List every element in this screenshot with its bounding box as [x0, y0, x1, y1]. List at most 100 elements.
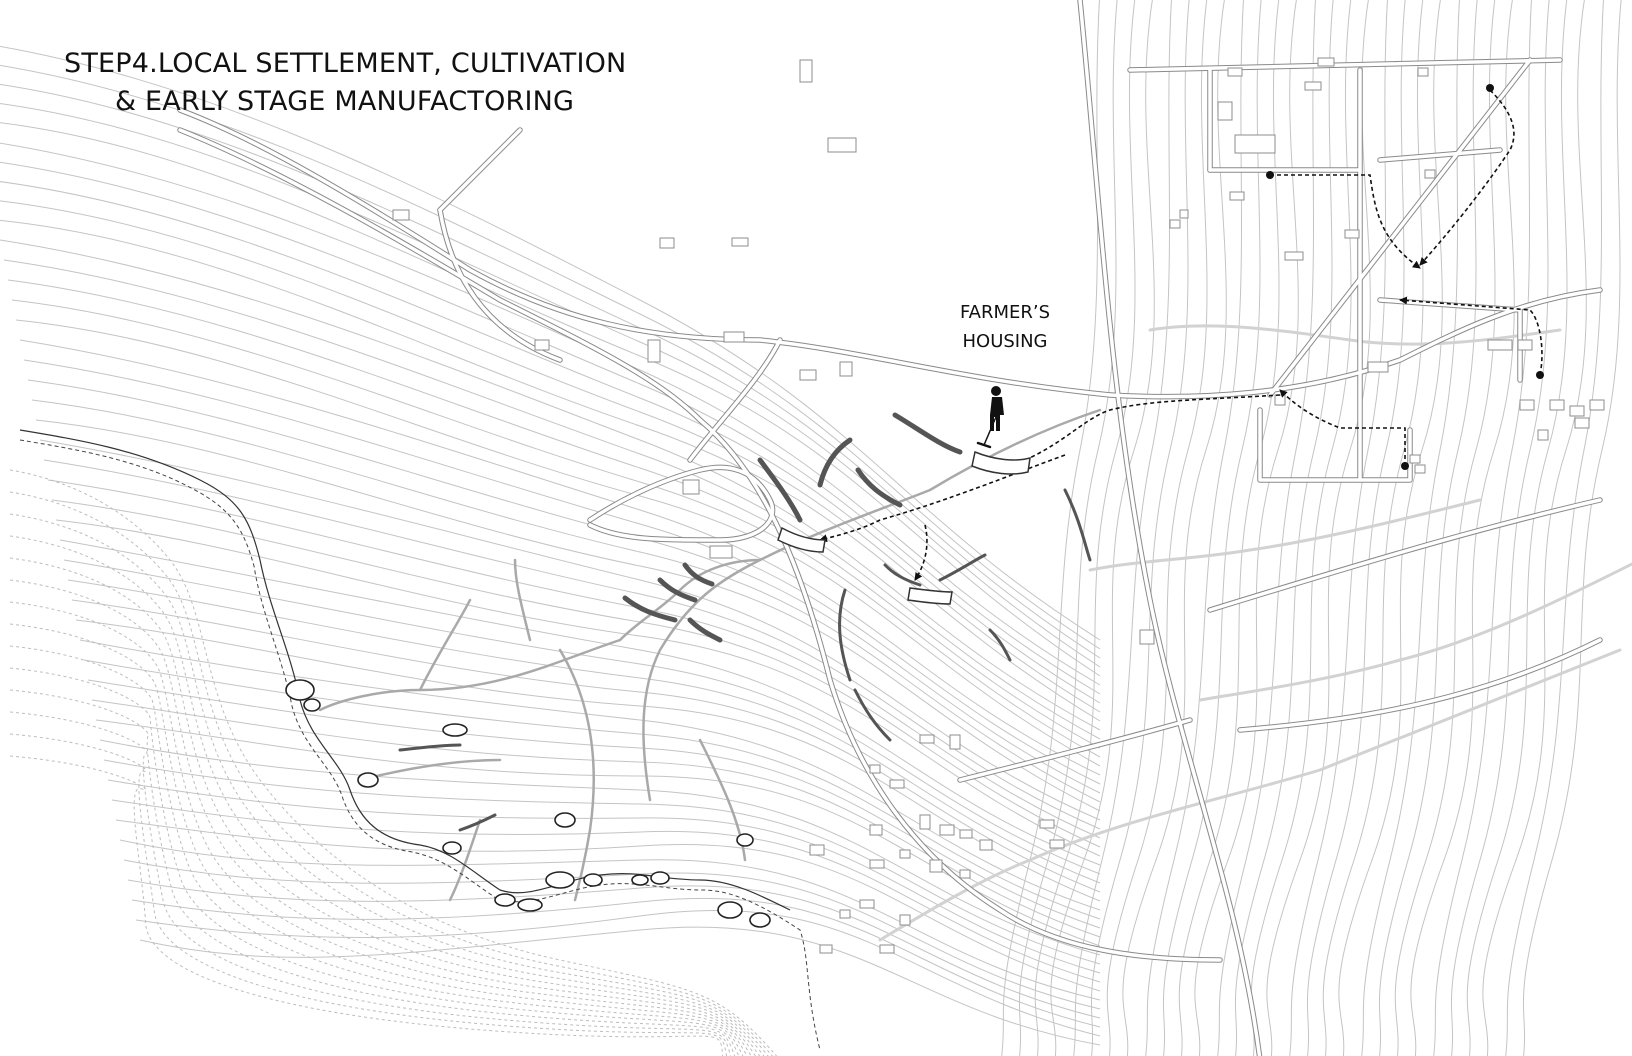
contour-line	[1306, 0, 1406, 1056]
contour-line	[0, 219, 1101, 722]
terrace-2	[855, 467, 903, 508]
farm-plots	[777, 450, 1031, 605]
title-line-2: & EARLY STAGE MANUFACTORING	[115, 86, 574, 117]
terrace-3	[817, 437, 853, 488]
contour-line	[1250, 0, 1352, 1056]
building-footprint	[809, 844, 825, 856]
building-footprint	[1537, 429, 1549, 441]
contour-line	[99, 739, 1101, 956]
terrace-13	[853, 688, 892, 742]
farmers-housing-label-line-1: FARMER’S	[960, 302, 1050, 323]
coastal-contour-line	[9, 469, 778, 1056]
contour-line	[95, 719, 1101, 947]
terrace-8	[687, 617, 723, 643]
contour-line	[1289, 0, 1388, 1056]
farm-plot-south	[907, 587, 953, 605]
coastal-rock	[357, 772, 379, 788]
flow-origin-4	[1401, 462, 1409, 470]
contour-line	[19, 339, 1101, 776]
flow-path-1	[1419, 89, 1515, 266]
building-footprint	[859, 899, 875, 909]
building-footprint	[879, 944, 895, 954]
building-footprint	[1179, 209, 1189, 219]
building-footprint	[959, 869, 971, 879]
building-footprint	[869, 824, 883, 836]
contour-line	[107, 779, 1101, 974]
flow-origin-2	[1266, 171, 1274, 179]
contour-line	[0, 45, 1101, 641]
stream-branch-5	[698, 738, 747, 862]
flow-origin-1	[1486, 84, 1494, 92]
contour-line	[1338, 0, 1443, 1056]
contour-line	[139, 926, 1101, 1046]
terrace-1	[892, 412, 963, 455]
building-footprint	[889, 779, 905, 789]
stream-branch-1	[618, 558, 762, 642]
building-footprint	[1517, 339, 1533, 351]
contour-line	[75, 619, 1101, 902]
contour-line	[111, 799, 1101, 983]
coastal-rock	[303, 698, 321, 712]
contour-line	[1394, 0, 1496, 1056]
contour-line	[135, 909, 1101, 1037]
contour-line	[0, 122, 1101, 677]
building-footprint	[1304, 81, 1322, 91]
building-footprint	[1317, 57, 1335, 67]
stream-branch-8	[418, 598, 472, 692]
building-footprint	[534, 339, 550, 351]
building-footprint	[1234, 134, 1276, 154]
farmer-figure-icon	[976, 386, 1004, 449]
coastal-rock	[583, 873, 603, 887]
contour-line	[1410, 0, 1515, 1056]
coastline-shore	[19, 429, 791, 911]
building-footprint	[839, 909, 851, 919]
building-footprint	[723, 331, 745, 343]
stream-east-4	[1148, 324, 1562, 346]
flow-path-4	[1279, 389, 1406, 466]
contour-line	[1178, 0, 1280, 1056]
building-footprint	[899, 914, 911, 926]
contour-line	[1050, 0, 1155, 1056]
building-footprint	[1487, 339, 1513, 351]
building-footprint	[799, 369, 817, 381]
building-footprint	[979, 839, 993, 851]
contour-line	[67, 579, 1101, 884]
contour-line	[119, 839, 1101, 1001]
contour-line	[1073, 0, 1172, 1056]
road-fill	[178, 0, 1602, 1056]
building-footprint	[1344, 229, 1360, 239]
contour-line	[63, 559, 1101, 875]
contour-line	[1034, 0, 1136, 1056]
terrace-15	[398, 743, 462, 752]
map-title: STEP4.LOCAL SETTLEMENT, CULTIVATION & EA…	[64, 48, 626, 117]
coastal-contour-line	[9, 579, 756, 1056]
building-footprint	[1569, 405, 1585, 417]
terrace-7	[682, 562, 715, 587]
terrace-4	[757, 457, 803, 523]
contour-line	[59, 539, 1101, 866]
building-footprint	[682, 479, 700, 495]
contour-line	[55, 519, 1101, 857]
coastal-rocks	[285, 679, 771, 928]
contour-line	[83, 659, 1101, 920]
contour-line	[39, 439, 1101, 821]
coastal-contour-line	[9, 689, 736, 1056]
coastal-rock	[554, 812, 576, 828]
coastal-contour-line	[9, 535, 765, 1056]
building-footprint	[1417, 67, 1429, 77]
contour-line	[11, 299, 1101, 758]
building-footprint	[1574, 417, 1590, 429]
building-footprint	[827, 137, 857, 153]
contour-line	[15, 319, 1101, 767]
coastal-contour-line	[9, 491, 773, 1056]
contour-line	[1122, 0, 1227, 1056]
coastal-contour-line	[9, 601, 752, 1056]
flow-path-5	[999, 394, 1281, 472]
title-line-1: STEP4.LOCAL SETTLEMENT, CULTIVATION	[64, 48, 626, 79]
contour-line	[1433, 0, 1532, 1056]
farmers-housing-label-line-2: HOUSING	[962, 331, 1047, 352]
coastal-contour-line	[9, 645, 744, 1056]
building-footprint	[1367, 361, 1389, 373]
farm-plot-mid	[777, 526, 826, 553]
